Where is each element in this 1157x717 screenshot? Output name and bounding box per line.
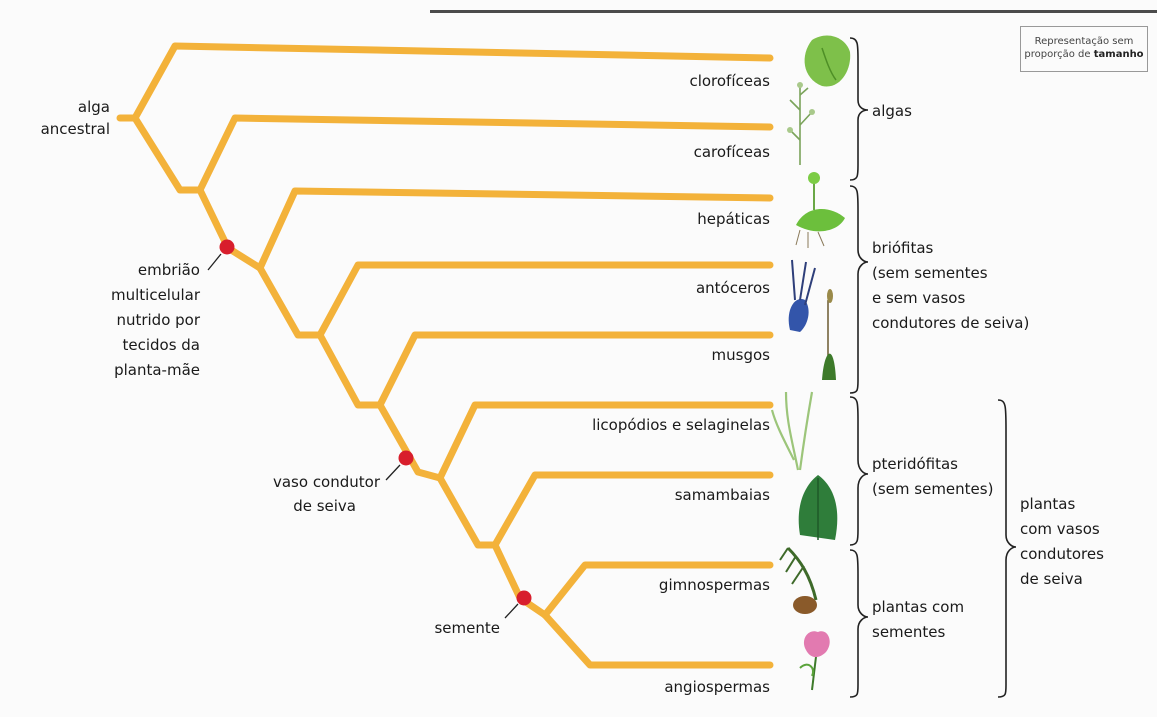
- bracket-sementes: [850, 550, 868, 697]
- trait-seed-label: semente: [434, 619, 500, 637]
- group-sementes-label: plantas com sementes: [872, 598, 964, 641]
- bracket-pteridofitas: [850, 397, 868, 545]
- taxon-carofceas: carofíceas: [694, 143, 771, 161]
- bracket-vasculares: [998, 400, 1016, 697]
- root-line2: ancestral: [41, 120, 110, 138]
- branch-carofceas: [200, 118, 770, 190]
- group-briofitas-label: briófitas (sem sementes e sem vasos cond…: [872, 239, 1029, 332]
- group-algas-label: algas: [872, 102, 912, 120]
- samambaias-icon: [799, 475, 838, 540]
- svg-text:de seiva: de seiva: [293, 497, 356, 515]
- svg-text:semente: semente: [434, 619, 500, 637]
- branches: [120, 46, 770, 665]
- svg-text:plantas com: plantas com: [872, 598, 964, 616]
- svg-text:e sem vasos: e sem vasos: [872, 289, 965, 307]
- svg-text:planta-mãe: planta-mãe: [114, 361, 200, 379]
- root-line1: alga: [78, 98, 110, 116]
- gimnospermas-icon: [780, 548, 817, 614]
- svg-text:embrião: embrião: [138, 261, 200, 279]
- svg-text:algas: algas: [872, 102, 912, 120]
- svg-text:(sem sementes): (sem sementes): [872, 480, 993, 498]
- branch-n4: [320, 335, 380, 405]
- bracket-algas: [850, 38, 868, 180]
- trait-embryo-label: embrião multicelular nutrido por tecidos…: [111, 261, 201, 379]
- branch-clorofceas: [135, 46, 770, 118]
- svg-text:de seiva: de seiva: [1020, 570, 1083, 588]
- musgos-icon: [822, 289, 836, 380]
- svg-text:nutrido por: nutrido por: [116, 311, 200, 329]
- svg-text:briófitas: briófitas: [872, 239, 934, 257]
- taxon-hepaticas: hepáticas: [697, 210, 770, 228]
- svg-text:multicelular: multicelular: [111, 286, 201, 304]
- svg-text:condutores: condutores: [1020, 545, 1104, 563]
- taxon-clorofceas: clorofíceas: [689, 72, 770, 90]
- branch-n7: [495, 545, 545, 615]
- taxa-labels: clorofíceas carofíceas hepáticas antócer…: [592, 72, 770, 696]
- taxon-gimnospermas: gimnospermas: [659, 576, 770, 594]
- marker-seed: [517, 591, 532, 606]
- branch-angiospermas: [545, 615, 770, 665]
- branch-n2: [200, 190, 260, 268]
- branch-antoceros: [320, 265, 770, 335]
- svg-text:sementes: sementes: [872, 623, 946, 641]
- bracket-briofitas: [850, 186, 868, 393]
- branch-n5: [380, 405, 440, 478]
- svg-text:vaso condutor: vaso condutor: [273, 473, 381, 491]
- svg-text:tecidos da: tecidos da: [122, 336, 200, 354]
- clorofceas-icon: [805, 36, 851, 87]
- marker-vessel: [399, 451, 414, 466]
- licopodios-icon: [772, 392, 812, 470]
- group-vasculares-label: plantas com vasos condutores de seiva: [1020, 495, 1104, 588]
- svg-text:pteridófitas: pteridófitas: [872, 455, 958, 473]
- taxon-angiospermas: angiospermas: [664, 678, 770, 696]
- trait-vessel-label: vaso condutor de seiva: [273, 473, 381, 515]
- branch-hepaticas: [260, 191, 770, 268]
- svg-text:com vasos: com vasos: [1020, 520, 1100, 538]
- carofceas-icon: [787, 82, 815, 165]
- taxon-licopodios: licopódios e selaginelas: [592, 416, 770, 434]
- antoceros-icon: [789, 260, 815, 332]
- branch-n3: [260, 268, 320, 335]
- svg-text:plantas: plantas: [1020, 495, 1075, 513]
- trait-markers: [208, 240, 532, 619]
- taxon-musgos: musgos: [712, 346, 771, 364]
- hepaticas-icon: [796, 172, 845, 248]
- marker-embryo: [220, 240, 235, 255]
- plant-illustrations: [772, 36, 850, 690]
- angiospermas-icon: [800, 631, 830, 690]
- branch-n1: [135, 118, 200, 190]
- root-label: alga ancestral: [41, 98, 110, 138]
- group-pteridofitas-label: pteridófitas (sem sementes): [872, 455, 993, 498]
- svg-text:condutores de seiva): condutores de seiva): [872, 314, 1029, 332]
- branch-n6: [440, 478, 495, 545]
- taxon-antoceros: antóceros: [696, 279, 770, 297]
- svg-text:(sem sementes: (sem sementes: [872, 264, 988, 282]
- taxon-samambaias: samambaias: [675, 486, 770, 504]
